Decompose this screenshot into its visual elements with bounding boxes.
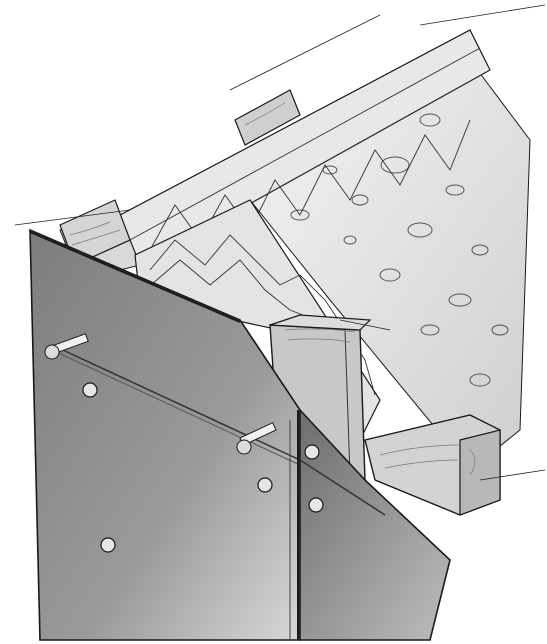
anchor-bolt-icon: [236, 422, 277, 455]
cladding-panel-right: [299, 407, 451, 641]
rivet-fixings: [82, 382, 324, 553]
timber-batten-horizontal: [364, 414, 501, 516]
rivet-icon: [257, 477, 273, 493]
cladding-panels: [29, 228, 451, 641]
rivet-icon: [304, 444, 320, 460]
anchor-bolts: [44, 333, 277, 455]
anchor-bolt-icon: [44, 333, 89, 360]
concrete-texture: [290, 113, 509, 387]
construction-lines: [14, 4, 546, 481]
rivet-icon: [308, 497, 324, 513]
rivet-icon: [82, 382, 98, 398]
rivet-icon: [100, 537, 116, 553]
